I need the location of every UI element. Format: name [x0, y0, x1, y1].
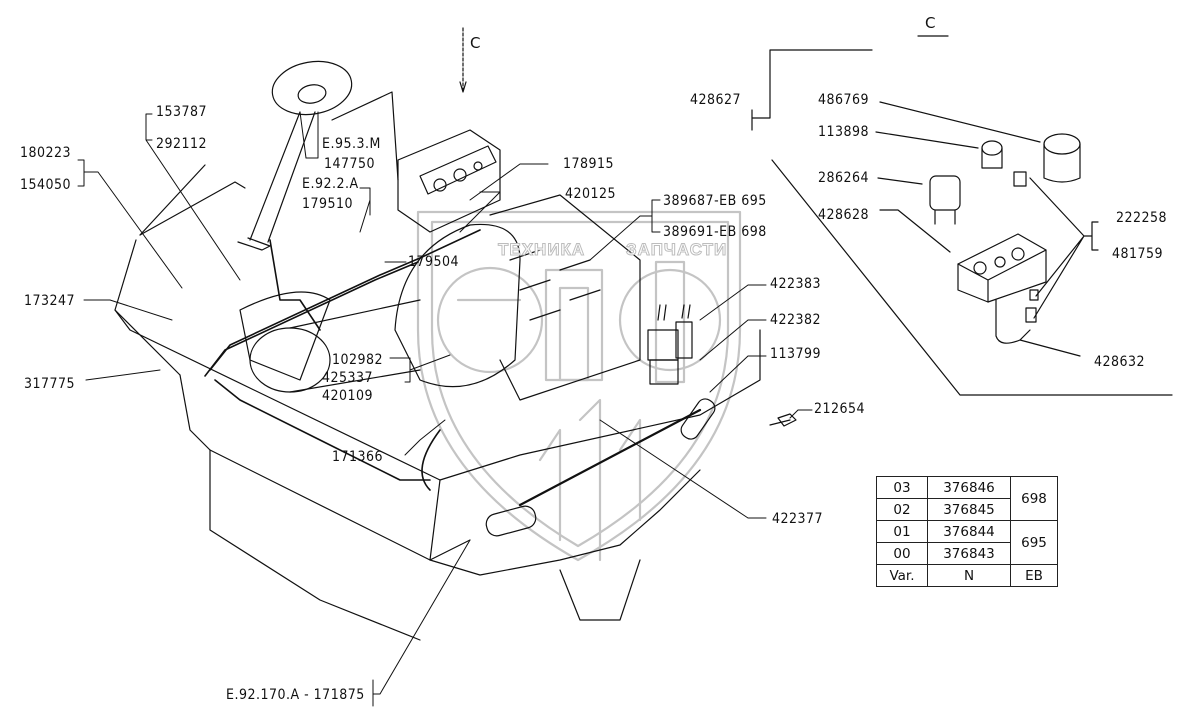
engine-cover [489, 194, 641, 401]
watermark-logo [416, 210, 742, 562]
leader-lines [77, 111, 813, 707]
detail-c-components [875, 101, 1099, 357]
variant-table: 03 376846 698 02 376845 01 376844 695 00… [876, 476, 1058, 587]
var-cell: 03 [876, 476, 928, 499]
part-label: E.92.170.A - 171875 [226, 687, 365, 703]
part-label: 422377 [772, 511, 824, 527]
part-label: 420125 [565, 186, 617, 202]
part-label: 179510 [302, 196, 354, 212]
part-label: 113799 [770, 346, 822, 362]
var-cell: 02 [876, 498, 928, 521]
part-label: 486769 [818, 92, 870, 108]
table-row: 00 376843 [876, 542, 1058, 565]
table-header-row: Var. N EB [876, 564, 1058, 587]
n-header: N [927, 564, 1011, 587]
detail-c-frame [751, 35, 1173, 396]
relays [647, 304, 693, 385]
part-label: 171366 [332, 449, 384, 465]
eb-cell: 698 [1010, 476, 1058, 521]
seat [249, 223, 521, 393]
var-cell: 01 [876, 520, 928, 543]
part-label: 180223 [20, 145, 72, 161]
n-cell: 376846 [927, 476, 1011, 499]
part-label: 422383 [770, 276, 822, 292]
vehicle-body [114, 164, 761, 641]
part-label: 153787 [156, 104, 208, 120]
part-label: 428628 [818, 207, 870, 223]
var-header: Var. [876, 564, 928, 587]
part-label: 102982 [332, 352, 384, 368]
part-label: 222258 [1116, 210, 1168, 226]
part-label: 179504 [408, 254, 460, 270]
eb-header: EB [1010, 564, 1058, 587]
n-cell: 376845 [927, 498, 1011, 521]
part-label: 428627 [690, 92, 742, 108]
part-label: 173247 [24, 293, 76, 309]
table-row: 01 376844 695 [876, 520, 1058, 565]
n-cell: 376843 [927, 542, 1011, 565]
table-row: 03 376846 698 [876, 476, 1058, 521]
part-label: 420109 [322, 388, 374, 404]
n-cell: 376844 [927, 520, 1011, 543]
part-label: 178915 [563, 156, 615, 172]
table-row: 02 376845 [876, 498, 1058, 521]
part-label: E.92.2.A [302, 176, 359, 192]
part-label: 389691-EB 698 [663, 224, 767, 240]
side-lamps [485, 398, 716, 537]
detail-title-c: C [925, 14, 936, 32]
part-label: 422382 [770, 312, 822, 328]
part-label: 212654 [814, 401, 866, 417]
dashboard-panel [331, 91, 501, 233]
part-label: 292112 [156, 136, 208, 152]
part-label: E.95.3.M [322, 136, 381, 152]
part-label: 113898 [818, 124, 870, 140]
part-label: 317775 [24, 376, 76, 392]
part-label: 481759 [1112, 246, 1164, 262]
part-label: 425337 [322, 370, 374, 386]
part-label: 389687-EB 695 [663, 193, 767, 209]
part-label: 147750 [324, 156, 376, 172]
var-cell: 00 [876, 542, 928, 565]
part-label: 154050 [20, 177, 72, 193]
steering-wheel [237, 60, 353, 251]
eb-cell: 695 [1010, 520, 1058, 565]
watermark-text-left: ТЕХНИКА [497, 240, 586, 260]
part-label: 286264 [818, 170, 870, 186]
part-label: 428632 [1094, 354, 1146, 370]
section-marker-c: C [470, 34, 481, 52]
wiring-harness [204, 229, 481, 491]
watermark-text-right: ЗАПЧАСТИ [625, 240, 728, 260]
